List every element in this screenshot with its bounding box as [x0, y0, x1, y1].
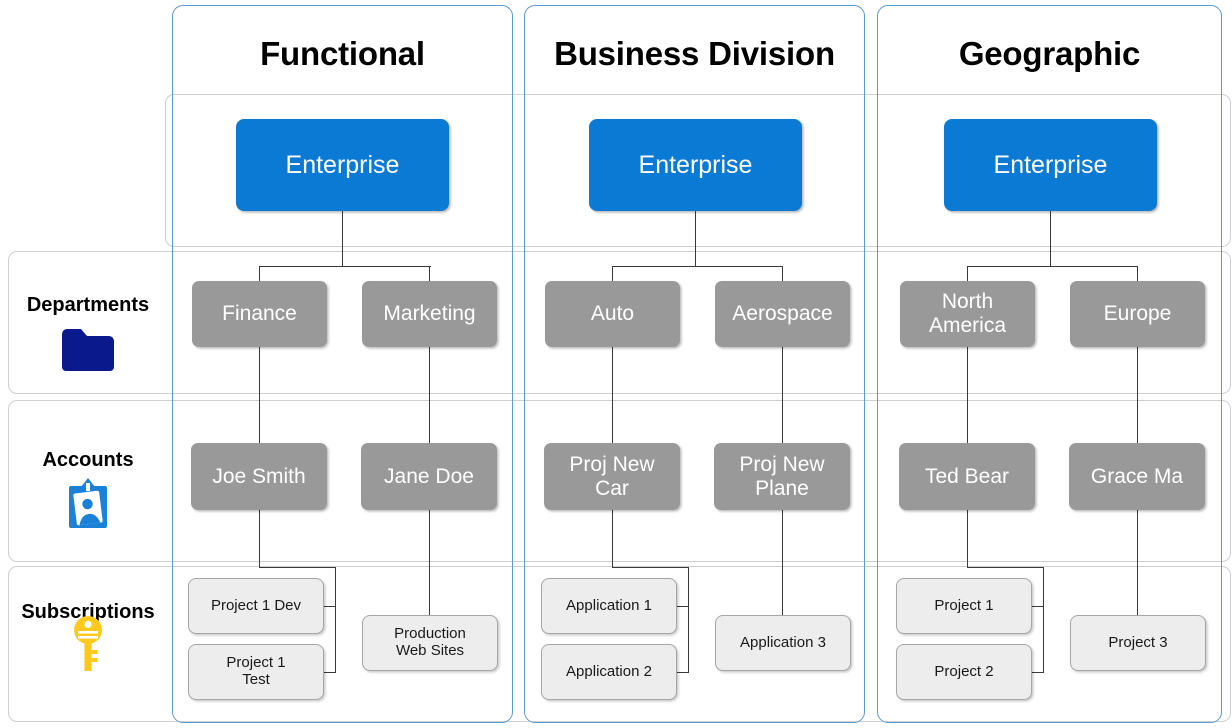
- row-label-subscriptions: Subscriptions: [21, 601, 155, 623]
- connector-c1-sub2-stub: [677, 672, 689, 674]
- connector-c0-sub1-stub: [324, 606, 336, 608]
- key-icon: [10, 615, 166, 673]
- node-enterprise-geographic[interactable]: Enterprise: [944, 119, 1157, 211]
- row-label-accounts: Accounts: [42, 449, 134, 471]
- connector-c0-dept-left-drop: [259, 266, 261, 282]
- connector-c2-tedbear-bar: [967, 567, 1044, 569]
- connector-c1-dept-bar: [612, 266, 783, 268]
- connector-c0-joe-drop: [259, 510, 261, 568]
- node-subscription-application-2[interactable]: Application 2: [541, 644, 677, 700]
- connector-c2-sub1-stub: [1032, 606, 1044, 608]
- connector-c1-subs-spine: [688, 567, 690, 673]
- connector-c0-jane-to-production: [429, 510, 431, 616]
- connector-c2-sub2-stub: [1032, 672, 1044, 674]
- node-department-europe[interactable]: Europe: [1070, 281, 1205, 347]
- connector-c2-dept-right-drop: [1137, 266, 1139, 282]
- node-enterprise-business-division[interactable]: Enterprise: [589, 119, 802, 211]
- connector-c1-projnewcar-drop: [612, 510, 614, 568]
- account-badge-icon: [10, 478, 166, 530]
- connector-c1-projnewcar-bar: [612, 567, 689, 569]
- connector-c1-ent-trunk: [695, 211, 697, 267]
- node-subscription-project-2[interactable]: Project 2: [896, 644, 1032, 700]
- node-account-grace-ma[interactable]: Grace Ma: [1069, 443, 1205, 510]
- connector-c0-sub2-stub: [324, 672, 336, 674]
- connector-c0-subs-spine: [335, 567, 337, 673]
- connector-c2-europe-to-gracema: [1137, 347, 1139, 443]
- connector-c0-joe-bar: [259, 567, 336, 569]
- connector-c2-subs-spine: [1043, 567, 1045, 673]
- node-account-joe-smith[interactable]: Joe Smith: [191, 443, 327, 510]
- connector-c0-dept-bar: [259, 266, 431, 268]
- connector-c0-dept-right-drop: [429, 266, 431, 282]
- node-department-finance[interactable]: Finance: [192, 281, 327, 347]
- node-department-aerospace[interactable]: Aerospace: [715, 281, 850, 347]
- node-subscription-application-3[interactable]: Application 3: [715, 615, 851, 671]
- column-title-business-division: Business Division: [554, 35, 835, 72]
- node-account-jane-doe[interactable]: Jane Doe: [361, 443, 497, 510]
- connector-c2-dept-left-drop: [967, 266, 969, 282]
- node-subscription-project-1-dev[interactable]: Project 1 Dev: [188, 578, 324, 634]
- connector-c1-auto-to-projnewcar: [612, 347, 614, 443]
- connector-c2-gracema-to-project3: [1137, 510, 1139, 616]
- node-department-marketing[interactable]: Marketing: [362, 281, 497, 347]
- node-subscription-project-3[interactable]: Project 3: [1070, 615, 1206, 671]
- connector-c1-aerospace-to-projnewplane: [782, 347, 784, 443]
- node-subscription-project-1[interactable]: Project 1: [896, 578, 1032, 634]
- connector-c1-dept-left-drop: [612, 266, 614, 282]
- row-label-departments: Departments: [26, 294, 150, 316]
- column-title-geographic: Geographic: [958, 35, 1141, 72]
- connector-c0-marketing-to-jane: [429, 347, 431, 443]
- connector-c2-northamerica-to-tedbear: [967, 347, 969, 443]
- connector-c1-projnewplane-to-app3: [782, 510, 784, 616]
- connector-c0-ent-trunk: [342, 211, 344, 267]
- connector-c2-ent-trunk: [1050, 211, 1052, 267]
- connector-c0-finance-to-joe: [259, 347, 261, 443]
- node-account-ted-bear[interactable]: Ted Bear: [899, 443, 1035, 510]
- node-enterprise-functional[interactable]: Enterprise: [236, 119, 449, 211]
- connector-c1-dept-right-drop: [782, 266, 784, 282]
- connector-c2-dept-bar: [967, 266, 1138, 268]
- folder-icon: [10, 326, 166, 372]
- connector-c1-sub1-stub: [677, 606, 689, 608]
- node-department-auto[interactable]: Auto: [545, 281, 680, 347]
- column-title-functional: Functional: [260, 35, 425, 72]
- node-subscription-application-1[interactable]: Application 1: [541, 578, 677, 634]
- connector-c2-tedbear-drop: [967, 510, 969, 568]
